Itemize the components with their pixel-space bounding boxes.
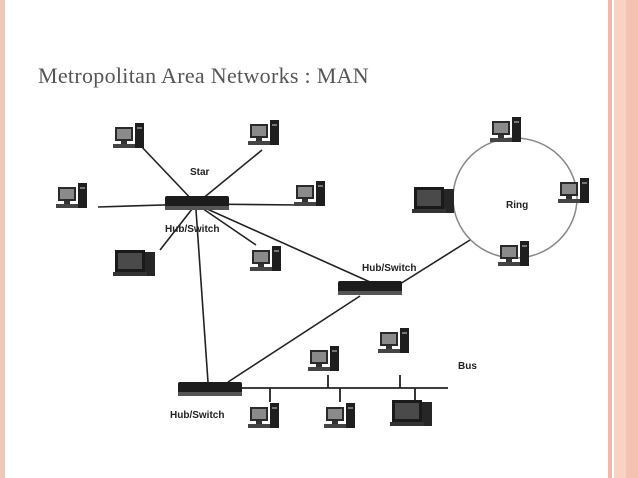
ring-computer-2 — [412, 187, 454, 213]
bus-computer-2 — [378, 328, 409, 353]
middle-hub-switch — [338, 281, 402, 295]
backbone-cables — [227, 239, 471, 383]
bus-computer-4 — [324, 403, 355, 428]
man-network-diagram: Star Hub/Switch Hub/Switch Hub/Switch Ri… — [56, 117, 589, 428]
star-computer-6 — [250, 246, 281, 271]
bus-hub-switch — [178, 382, 242, 396]
bus-cable — [240, 375, 448, 402]
right-accent-stripe — [608, 0, 612, 478]
ring-computer-4 — [498, 241, 529, 266]
bus-computer-3 — [248, 403, 279, 428]
bus-computer-1 — [308, 346, 339, 371]
bus-computer-5 — [390, 400, 432, 426]
bus-label: Bus — [458, 361, 477, 372]
slide-title: Metropolitan Area Networks : MAN — [38, 63, 369, 89]
star-computer-3 — [56, 183, 87, 208]
ring-cable — [452, 137, 578, 259]
middle-hub-label: Hub/Switch — [362, 263, 416, 274]
star-computer-2 — [248, 120, 279, 145]
star-hub-switch — [165, 196, 229, 210]
star-computer-4 — [294, 181, 325, 206]
star-computer-1 — [113, 123, 144, 148]
star-label: Star — [190, 167, 210, 178]
bus-hub-label: Hub/Switch — [170, 410, 224, 421]
star-hub-label: Hub/Switch — [165, 224, 219, 235]
ring-computer-3 — [558, 178, 589, 203]
title-text: Metropolitan Area Networks : MAN — [38, 63, 369, 88]
star-computer-5 — [113, 250, 155, 276]
ring-label: Ring — [506, 200, 528, 211]
left-accent-bar — [0, 0, 5, 478]
right-accent-edge — [626, 0, 638, 478]
ring-computer-1 — [490, 117, 521, 142]
